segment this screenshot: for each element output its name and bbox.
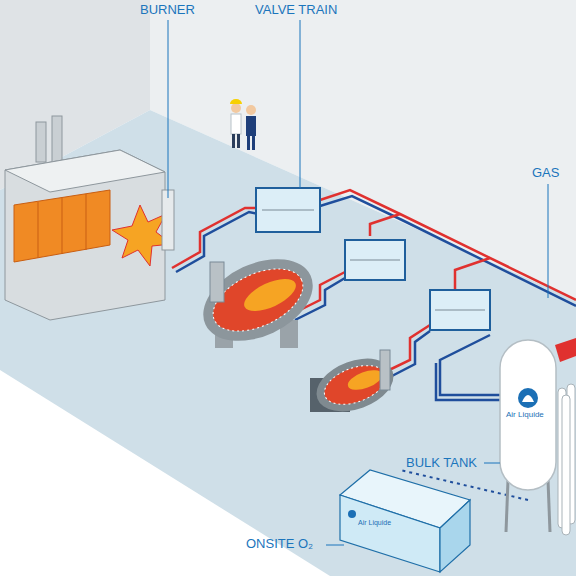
furnace-door [380,350,390,390]
furnace-shell [309,349,401,421]
container-side [440,500,470,572]
valve-train-cabinet [256,188,320,232]
logo-mark [518,388,538,408]
logo-inner [522,395,534,402]
oxygen-pipe [320,190,576,300]
floor [0,110,576,576]
person-head [231,103,241,113]
cylinder-rack [558,384,575,535]
chimney [52,116,62,162]
window-bar [62,198,63,254]
chimney [36,122,46,162]
burner-panel [162,190,174,250]
bulk-tank [500,340,556,532]
gas-pipe [390,331,430,377]
person-head [246,105,256,115]
reheat-furnace [5,116,174,320]
brand-text: Air Liquide [358,519,391,527]
flame [240,272,301,317]
valve-piping [350,260,400,261]
leader-line [326,545,344,546]
part-label: GAS [532,166,559,180]
people [230,99,256,150]
valve-piping [435,310,485,311]
valve-train-cabinet [430,290,490,330]
leader-line [548,184,549,298]
part-label: BULK TANK [406,456,477,470]
leader-line [168,20,169,198]
gas-cylinder [562,395,570,535]
hard-hat [230,99,242,104]
molten-charge [204,256,313,344]
container-front [340,495,440,572]
part-label: ONSITE O₂ [246,537,313,551]
oxygen-supply-pipe [440,335,500,395]
person-leg [232,134,235,148]
leader-line [484,463,500,464]
tank-body [500,340,556,490]
tank-leg [506,480,508,532]
logo-mark [348,510,356,518]
furnace-window [14,190,110,262]
leader-line [300,20,301,188]
oxygen-pipe [455,258,490,292]
person-leg [252,136,255,150]
window-bar [38,202,39,258]
valve-piping [262,210,314,211]
oxygen-pipe [172,208,258,268]
tank-leg [548,480,550,532]
brand-text: Air Liquide [506,411,544,420]
oxygen-pipe [385,325,430,372]
person-leg [237,134,240,148]
person-leg [247,136,250,150]
part-label: BURNER [140,3,195,17]
furnace-shell [190,243,326,357]
flame [345,366,384,393]
onsite-unit [340,470,470,572]
valve-train-cabinet [345,240,405,280]
furnace-top [5,150,165,192]
furnace-door [210,262,224,302]
leader-lines [168,20,548,545]
person-body [246,116,256,136]
person-body [231,114,241,134]
oxygen-supply-pipe [436,363,500,400]
gas-marker [555,338,576,362]
window-bar [86,194,87,250]
tilting-furnace [309,349,401,421]
oxygen-pipe [370,214,400,236]
part-label: VALVE TRAIN [255,3,337,17]
rotary-furnace [190,243,326,357]
